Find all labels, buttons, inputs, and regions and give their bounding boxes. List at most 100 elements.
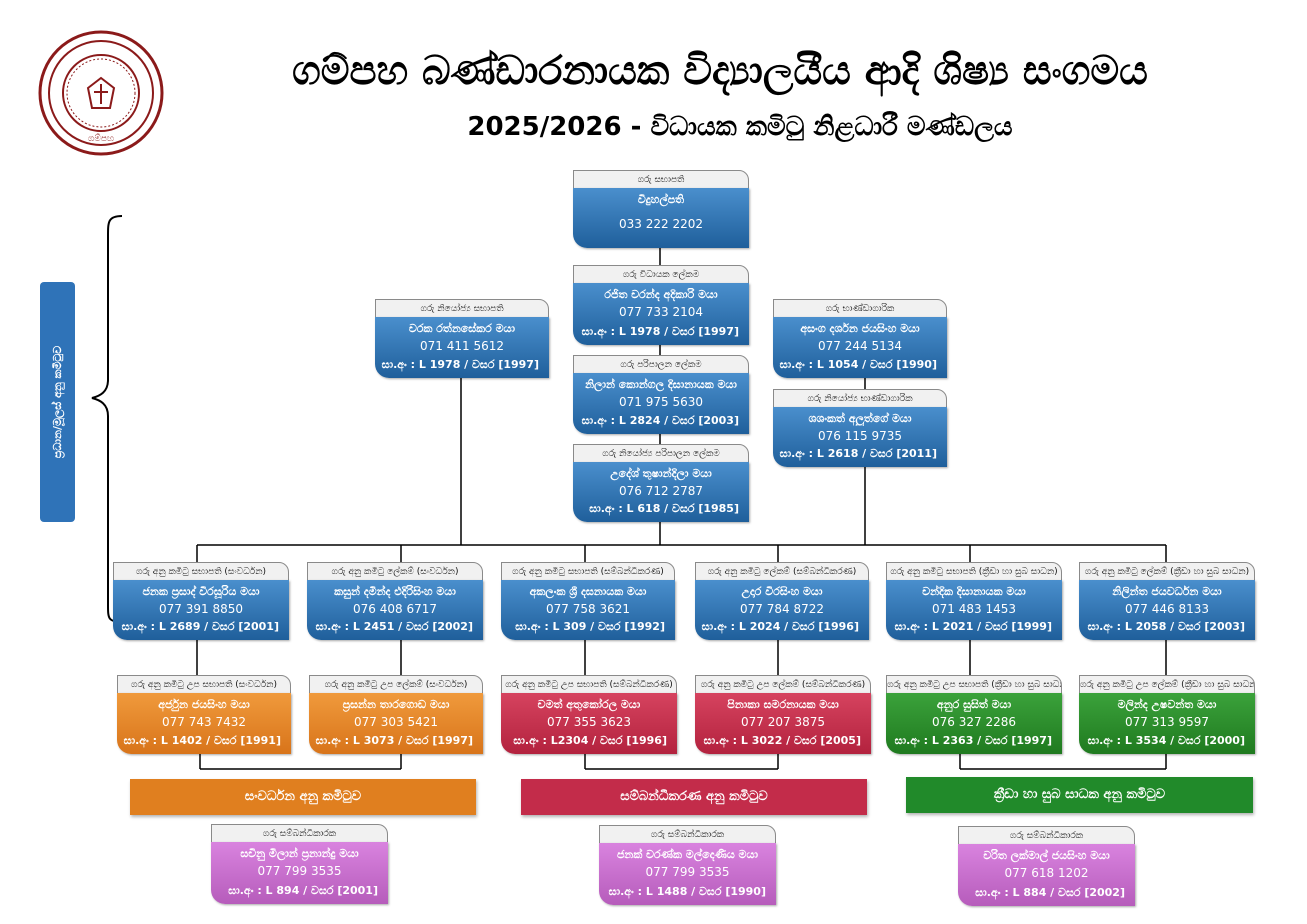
main-committee-label-text: ප්‍රධාන/මූලස් අනු කමිටුව [50,345,64,459]
card-president[interactable]: ගරු සභාපති විදුහල්පති 033 222 2202 [573,170,749,248]
card-phone: 077 244 5134 [818,339,902,353]
card-phone: 077 446 8133 [1125,602,1209,616]
card-phone: 071 411 5612 [420,339,504,353]
card-phone: 076 712 2787 [619,484,703,498]
card-role: ගරු සභාපති [573,170,749,190]
card-name: පිනාකා සමරනායක මයා [727,698,839,711]
card-role: ගරු අනු කමිටු උප ලේකම් (ක්‍රීඩා හා සුබ ස… [1079,675,1255,695]
card-role: ගරු අනු කමිටු සභාපති (සම්බන්ධීකරණ) [501,562,675,582]
card-sports-vice-secretary[interactable]: ගරු අනු කමිටු උප ලේකම් (ක්‍රීඩා හා සුබ ස… [1079,675,1255,754]
card-role: ගරු නියෝජ්‍ය භාණ්ඩාගාරික [773,389,947,409]
card-deputy-admin-secretary[interactable]: ගරු නියෝජ්‍ය පරිපාලන ලේකම උදේශ් තුෂාන්දි… [573,444,749,522]
page-title: ගම්පහ බණ්ඩාරනායක විද්‍යාලයීය ආදි ශිෂ්‍ය … [292,48,1148,94]
card-membership: සා.අං : L 2451 / වසර [2002] [315,620,473,633]
development-committee-bar: සංවර්ධන අනු කමිටුව [130,779,476,815]
card-phone: 076 408 6717 [353,602,437,616]
card-membership: සා.අං : L2304 / වසර [1996] [513,734,667,747]
card-name: අර්ජුන ජයසිංහ මයා [158,698,250,711]
card-dev-chair[interactable]: ගරු අනු කමිටු සභාපති (සංවර්ධන) ජනක ප්‍රස… [113,562,289,640]
logo-caption: ගම්පහ [88,133,114,144]
card-membership: සා.අං : L 2689 / වසර [2001] [121,620,279,633]
card-membership: සා.අං : L 2618 / වසර [2011] [779,447,937,460]
card-coord-vice-secretary[interactable]: ගරු අනු කමිටු උප ලේකම් (සම්බන්ධීකරණ) පින… [695,675,871,754]
card-phone: 077 391 8850 [159,602,243,616]
card-role: ගරු අනු කමිටු උප සභාපති (සම්බන්ධීකරණ) [501,675,677,695]
card-membership: සා.අං : L 1488 / වසර [1990] [608,885,766,898]
sports-welfare-committee-bar: ක්‍රීඩා හා සුබ සාධක අනු කමිටුව [906,777,1253,813]
card-membership: සා.අං : L 894 / වසර [2001] [228,884,378,897]
card-coordinator-coordination[interactable]: ගරු සම්බන්ධීකාරක ජනක් චරණ්ක මල්දෙණිය මයා… [599,825,776,905]
card-role: ගරු අනු කමිටු ලේකම් (සංවර්ධන) [307,562,483,582]
card-membership: සා.අං : L 2021 / වසර [1999] [894,620,1052,633]
card-role: ගරු භාණ්ඩාගාරික [773,299,947,319]
card-admin-secretary[interactable]: ගරු පරිපාලන ලේකම නිලාන් කොන්ගල දිසානායක … [573,355,749,434]
card-sports-vice-chair[interactable]: ගරු අනු කමිටු උප සභාපති (ක්‍රීඩා හා සුබ … [886,675,1062,754]
card-membership: සා.අං : L 2363 / වසර [1997] [894,734,1052,747]
card-coordinator-sports[interactable]: ගරු සම්බන්ධීකාරක චරිත ලක්මාල් ජයසිංහ මයා… [958,826,1135,906]
card-membership: සා.අං : L 1978 / වසර [1997] [381,358,539,371]
card-name: චරිත ලක්මාල් ජයසිංහ මයා [983,849,1110,862]
card-coordinator-development[interactable]: ගරු සම්බන්ධීකාරක සචිනු මිලාන් ප්‍රනාන්දු… [211,824,388,904]
card-role: ගරු අනු කමිටු ලේකම් (සම්බන්ධීකරණ) [695,562,869,582]
card-name: ජනක ප්‍රසාද් වීරසූරිය මයා [142,585,260,598]
card-membership: සා.අං : L 618 / වසර [1985] [589,502,739,515]
card-role: ගරු අනු කමිටු උප සභාපති (සංවර්ධන) [117,675,291,695]
card-name: නිලාන් කොන්ගල දිසානායක මයා [585,378,737,391]
card-phone: 077 733 2104 [619,305,703,319]
card-name: අකලංක ශ්‍රී දසනායක මයා [529,585,647,598]
card-phone: 076 115 9735 [818,429,902,443]
card-role: ගරු සම්බන්ධීකාරක [599,825,776,845]
card-role: ගරු අනු කමිටු උප ලේකම් (සම්බන්ධීකරණ) [695,675,871,695]
card-phone: 077 618 1202 [1004,866,1089,880]
card-role: ගරු නියෝජ්‍ය සභාපති [375,299,549,319]
card-phone: 077 799 3535 [645,865,730,879]
card-phone: 077 758 3621 [546,602,630,616]
card-dev-vice-chair[interactable]: ගරු අනු කමිටු උප සභාපති (සංවර්ධන) අර්ජුන… [117,675,291,754]
card-phone: 077 207 3875 [741,715,825,729]
card-vice-president[interactable]: ගරු නියෝජ්‍ය සභාපති චරක රත්නසේකර මයා 071… [375,299,549,378]
card-name: නිලින්ත ජයවර්ධන මයා [1112,585,1222,598]
card-coord-chair[interactable]: ගරු අනු කමිටු සභාපති (සම්බන්ධීකරණ) අකලංක… [501,562,675,640]
card-phone: 071 975 5630 [619,395,703,409]
card-membership: සා.අං : L 884 / වසර [2002] [975,886,1125,899]
card-name: කසුන් දමින්ද එදිරිසිංහ මයා [334,585,456,598]
coordination-committee-bar: සම්බන්ධීකරණ අනු කමිටුව [521,779,867,815]
card-phone: 077 303 5421 [354,715,438,729]
card-phone: 077 743 7432 [162,715,246,729]
card-coord-vice-chair[interactable]: ගරු අනු කමිටු උප සභාපති (සම්බන්ධීකරණ) චම… [501,675,677,754]
card-role: ගරු අනු කමිටු ලේකම් (ක්‍රීඩා හා සුබ සාධන… [1079,562,1255,582]
card-sports-chair[interactable]: ගරු අනු කමිටු සභාපති (ක්‍රීඩා හා සුබ සාධ… [886,562,1062,640]
card-membership: සා.අං : L 1054 / වසර [1990] [779,358,937,371]
card-name: සචිනු මිලාන් ප්‍රනාන්දු මයා [240,847,359,860]
card-membership: සා.අං : L 2058 / වසර [2003] [1087,620,1245,633]
card-role: ගරු නියෝජ්‍ය පරිපාලන ලේකම [573,444,749,464]
card-treasurer[interactable]: ගරු භාණ්ඩාගාරික අසංග දර්ශන ජයසිංහ මයා 07… [773,299,947,378]
card-name: චන්දික දිසානායක මයා [922,585,1026,598]
card-coord-secretary[interactable]: ගරු අනු කමිටු ලේකම් (සම්බන්ධීකරණ) උදාර ව… [695,562,869,640]
card-role: ගරු අනු කමිටු උප සභාපති (ක්‍රීඩා හා සුබ … [886,675,1062,695]
card-phone: 077 355 3623 [547,715,631,729]
card-phone: 077 784 8722 [740,602,824,616]
school-crest-logo: ගම්පහ [38,30,164,156]
card-name: චරක රත්නසේකර මයා [408,322,516,335]
card-role: ගරු විධායක ලේකම [573,265,749,285]
card-name: අනුර සුසිත් මයා [936,698,1012,711]
card-phone: 077 313 9597 [1125,715,1209,729]
card-role: ගරු අනු කමිටු සභාපති (සංවර්ධන) [113,562,289,582]
card-dev-vice-secretary[interactable]: ගරු අනු කමිටු උප ලේකම් (සංවර්ධන) ප්‍රසන්… [309,675,483,754]
card-membership: සා.අං : L 309 / වසර [1992] [515,620,665,633]
card-role: ගරු පරිපාලන ලේකම [573,355,749,375]
card-name: විදුහල්පති [637,193,685,206]
card-deputy-treasurer[interactable]: ගරු නියෝජ්‍ය භාණ්ඩාගාරික ශශංකත් අලුත්ගේ … [773,389,947,467]
page-subtitle: 2025/2026 - විධායක කමිටු නිළධාරී මණ්ඩලය [467,112,1013,142]
card-name: ප්‍රසන්න තාරගොඩ මයා [342,698,450,711]
main-committee-label: ප්‍රධාන/මූලස් අනු කමිටුව [40,282,75,522]
card-sports-secretary[interactable]: ගරු අනු කමිටු ලේකම් (ක්‍රීඩා හා සුබ සාධන… [1079,562,1255,640]
card-executive-secretary[interactable]: ගරු විධායක ලේකම රජිත චරන්ද අදිකාරි මයා 0… [573,265,749,345]
card-membership: සා.අං : L 3022 / වසර [2005] [703,734,861,747]
card-name: අසංග දර්ශන ජයසිංහ මයා [800,322,920,335]
card-name: රජිත චරන්ද අදිකාරි මයා [604,288,718,301]
card-phone: 076 327 2286 [932,715,1016,729]
card-dev-secretary[interactable]: ගරු අනු කමිටු ලේකම් (සංවර්ධන) කසුන් දමින… [307,562,483,640]
card-membership: සා.අං : L 1978 / වසර [1997] [581,325,739,338]
